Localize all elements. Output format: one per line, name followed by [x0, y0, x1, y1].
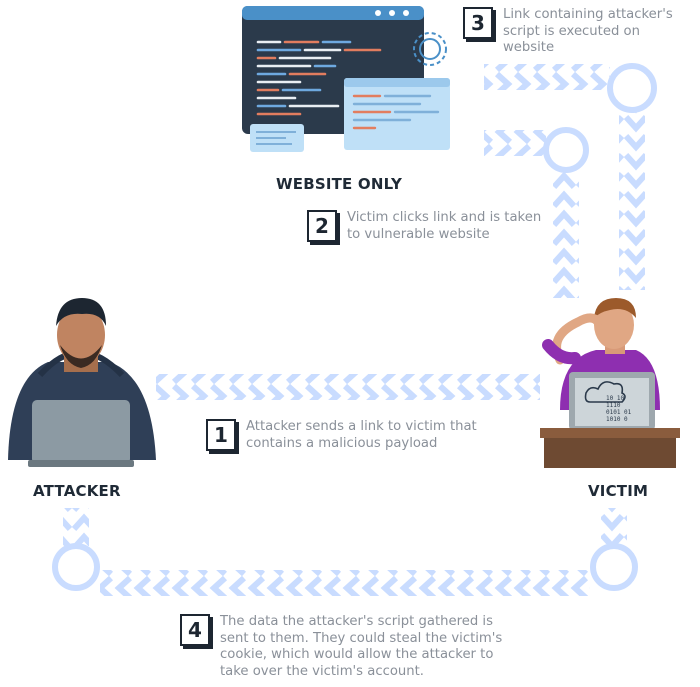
step-4: 4 The data the attacker's script gathere… [180, 614, 510, 680]
step-3-text: Link containing attacker's script is exe… [503, 7, 673, 55]
arrow-corner-node [590, 543, 638, 591]
attacker-label: ATTACKER [33, 482, 121, 500]
arrow-website-out [484, 64, 610, 90]
step-1-text: Attacker sends a link to victim that con… [246, 419, 477, 451]
step-2: 2 Victim clicks link and is taken to vul… [307, 210, 552, 243]
arrow-victim-down [601, 508, 627, 544]
laptop-code-line: 10 10 [606, 395, 624, 402]
arrow-bottom-left [100, 570, 590, 596]
laptop-code-line: 1110 [606, 402, 621, 409]
arrow-attacker-to-victim [156, 374, 540, 400]
arrow-corner-node [607, 63, 657, 113]
code-lines [256, 40, 382, 116]
victim-figure: 10 10 1110 0101 01 1010 0 [540, 298, 680, 468]
code-overlay-panel [344, 78, 450, 150]
step-1-number: 1 [206, 419, 236, 451]
step-2-text: Victim clicks link and is taken to vulne… [347, 210, 542, 242]
website-only-label: WEBSITE ONLY [276, 175, 403, 193]
website-illustration [242, 6, 450, 152]
attacker-figure [8, 298, 156, 467]
arrow-network [52, 63, 657, 596]
step-2-number: 2 [307, 210, 337, 242]
arrow-up-to-attacker [63, 508, 89, 546]
step-1: 1 Attacker sends a link to victim that c… [206, 419, 494, 452]
laptop-code-line: 0101 01 [606, 409, 632, 416]
gear-icon [413, 32, 447, 66]
step-4-number: 4 [180, 614, 210, 646]
laptop-code-line: 1010 0 [606, 416, 628, 423]
desk [540, 428, 680, 438]
victim-label: VICTIM [588, 482, 649, 500]
cloud-icon [584, 381, 626, 403]
step-4-text: The data the attacker's script gathered … [220, 614, 503, 679]
arrow-corner-node [52, 543, 100, 591]
arrow-victim-up [553, 168, 579, 298]
arrow-right-down [619, 112, 645, 290]
arrow-to-website [484, 130, 546, 156]
arrow-corner-node [543, 127, 589, 173]
step-3-number: 3 [463, 7, 493, 39]
step-3: 3 Link containing attacker's script is e… [463, 7, 695, 57]
